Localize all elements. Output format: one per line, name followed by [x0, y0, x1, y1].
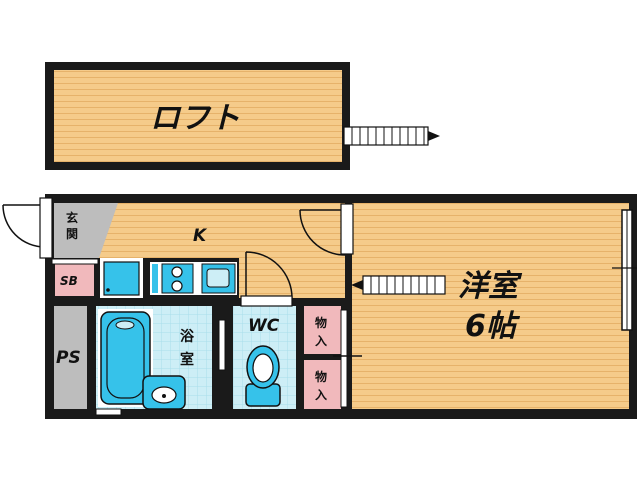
entrance-label-1: 玄 [66, 210, 78, 225]
bath-label-1: 浴 [180, 328, 195, 345]
storage-2-label-a: 物 [315, 369, 327, 384]
storage-lower [304, 360, 341, 409]
wash-basin [142, 375, 186, 410]
storage-2-label-b: 入 [315, 388, 327, 402]
entrance-label-2: 関 [66, 227, 78, 241]
doors [2, 197, 362, 408]
toilet-label: WC [248, 316, 280, 336]
storage-upper [304, 306, 341, 354]
entrance-floor [54, 203, 118, 258]
ps-label: PS [56, 348, 81, 368]
loft-room: ロフト [45, 62, 350, 170]
washing-machine-area [100, 258, 143, 298]
bath-label-2: 室 [180, 351, 194, 368]
room-ladder [351, 275, 446, 295]
loft-ladder [343, 126, 440, 146]
loft-label: ロフト [150, 101, 240, 136]
storage-1-label-b: 入 [315, 334, 327, 348]
western-room-size: 6帖 [465, 309, 521, 344]
window-east [612, 209, 637, 331]
sb-label: SB [60, 274, 78, 288]
bath-window [95, 408, 122, 416]
kitchen-counter [147, 258, 239, 298]
bath-door-panel [218, 319, 226, 371]
western-room-floor [352, 203, 629, 409]
storage-1-label-a: 物 [315, 315, 327, 330]
kitchen-label: K [193, 226, 208, 246]
shoe-box [53, 261, 96, 298]
toilet [245, 345, 281, 407]
western-room-label: 洋室 [458, 269, 523, 304]
pipe-space [54, 306, 87, 409]
